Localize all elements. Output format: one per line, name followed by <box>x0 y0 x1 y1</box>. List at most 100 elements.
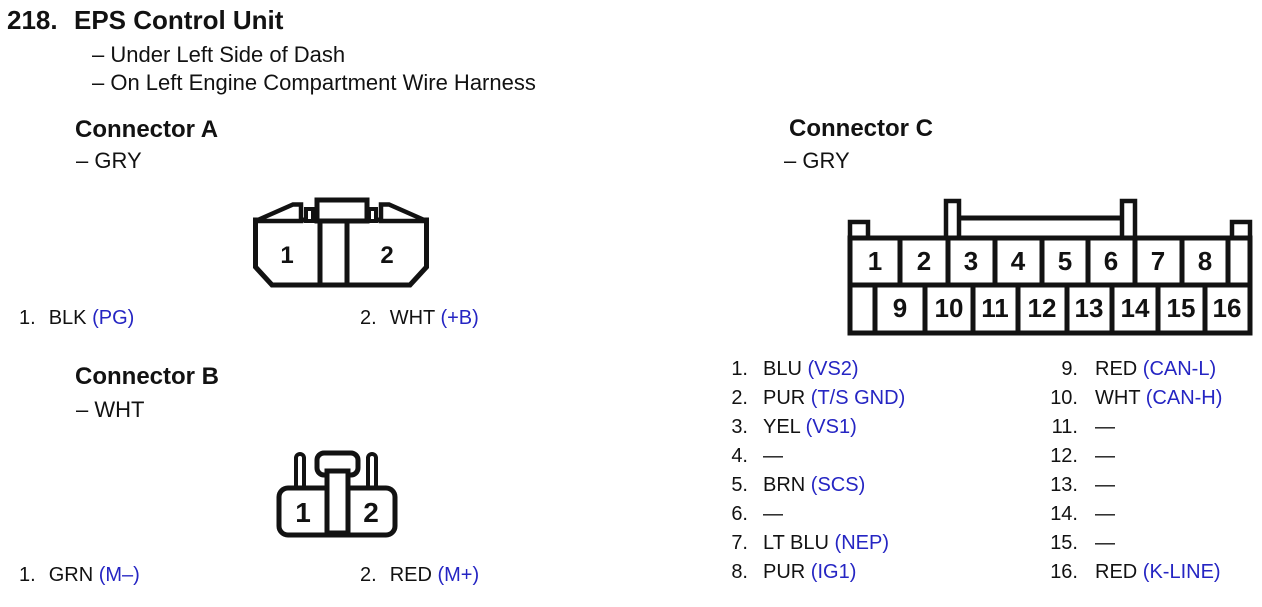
cavity-number: 12 <box>1028 293 1057 323</box>
pin-row: 11. — <box>1028 413 1222 442</box>
pin-row: 16.RED (K-LINE) <box>1028 558 1222 587</box>
cavity-number: 10 <box>935 293 964 323</box>
location-note: – On Left Engine Compartment Wire Harnes… <box>92 70 536 95</box>
signal-name: (M+) <box>437 564 480 586</box>
cavity-number: 2 <box>363 497 379 528</box>
wire-color: — <box>1095 532 1115 554</box>
connector-b-diagram: 1 2 <box>276 450 398 538</box>
wire-color: PUR <box>763 387 806 409</box>
wire-color: BLK <box>48 307 87 329</box>
location-note: – Under Left Side of Dash <box>92 42 346 67</box>
pin-row: 2.RED (M+) <box>360 565 479 585</box>
cavity-number: 5 <box>1058 246 1072 276</box>
pin-row: 8.PUR (IG1) <box>712 558 905 587</box>
signal-name: (VS1) <box>805 416 857 438</box>
wire-color: — <box>1095 503 1115 525</box>
pin-number: 10. <box>1050 387 1078 409</box>
pin-row: 14. — <box>1028 500 1222 529</box>
connector-b-housing-color: – WHT <box>76 397 145 422</box>
cavity-number: 1 <box>868 246 882 276</box>
pin-row: 4. — <box>712 442 905 471</box>
connector-c-left-post <box>943 198 962 244</box>
page-title-line: 218.EPS Control Unit <box>7 7 283 33</box>
pin-number: 1. <box>19 307 36 329</box>
signal-name: (CAN-H) <box>1145 387 1223 409</box>
location-notes: – Under Left Side of Dash – On Left Engi… <box>92 41 536 97</box>
connector-a-latch <box>314 197 370 224</box>
pin-row: 15. — <box>1028 529 1222 558</box>
signal-name: (VS2) <box>807 358 859 380</box>
pin-number: 13. <box>1050 474 1078 496</box>
cavity-number: 16 <box>1213 293 1242 323</box>
signal-name: (PG) <box>92 307 135 329</box>
pin-number: 3. <box>731 416 748 438</box>
pin-number: 4. <box>731 445 748 467</box>
connector-c-diagram: 1 2 3 4 5 6 7 8 9 10 11 12 13 14 15 16 <box>847 198 1253 336</box>
pin-row: 2. PUR (T/S GND) <box>712 384 905 413</box>
cavity-number: 3 <box>964 246 978 276</box>
pin-row: 1. BLU (VS2) <box>712 355 905 384</box>
pin-row: 2.WHT (+B) <box>360 308 479 328</box>
signal-name: (SCS) <box>810 474 866 496</box>
pin-row: 10. WHT (CAN-H) <box>1028 384 1222 413</box>
connector-b-right-prong <box>366 452 378 492</box>
connector-a-housing-color: – GRY <box>76 148 142 173</box>
pin-number: 9. <box>1061 358 1078 380</box>
wire-color: LT BLU <box>763 532 829 554</box>
pin-number: 2. <box>360 564 377 586</box>
connector-c-pin-list-right: 9. RED (CAN-L) 10. WHT (CAN-H) 11. — 12.— 1… <box>1028 355 1222 587</box>
cavity-number: 6 <box>1104 246 1118 276</box>
connector-a-left-wing <box>254 202 304 224</box>
connector-b-left-prong <box>294 452 306 492</box>
connector-c-housing-color: – GRY <box>784 148 850 173</box>
item-number: 218. <box>7 5 58 35</box>
wire-color: — <box>1095 445 1115 467</box>
connector-c-pin-list-left: 1.BLU (VS2) 2.PUR (T/S GND) 3.YEL (VS1) … <box>712 355 905 587</box>
pin-row: 9. RED (CAN-L) <box>1028 355 1222 384</box>
pin-row: 7.LT BLU (NEP) <box>712 529 905 558</box>
pin-number: 2. <box>731 387 748 409</box>
wire-color: RED <box>1095 358 1138 380</box>
cavity-number: 7 <box>1151 246 1165 276</box>
pin-number: 8. <box>731 561 748 583</box>
connector-b-heading: Connector B <box>75 363 219 390</box>
wire-color: WHT <box>1095 387 1141 409</box>
cavity-number: 14 <box>1121 293 1150 323</box>
signal-name: (CAN-L) <box>1142 358 1217 380</box>
connector-a-right-slot <box>367 207 378 223</box>
cavity-number: 2 <box>917 246 931 276</box>
pin-number: 16. <box>1050 561 1078 583</box>
pin-row: 5.BRN (SCS) <box>712 471 905 500</box>
pin-number: 15. <box>1050 532 1078 554</box>
wire-color: BRN <box>763 474 806 496</box>
wire-color: GRN <box>48 564 94 586</box>
cavity-number: 2 <box>380 242 393 269</box>
connector-a-right-wing <box>378 202 428 224</box>
connector-a-heading: Connector A <box>75 116 219 143</box>
cavity-number: 1 <box>295 497 311 528</box>
pin-number: 2. <box>360 307 377 329</box>
signal-name: (+B) <box>440 307 479 329</box>
pin-row: 6.— <box>712 500 905 529</box>
pin-number: 6. <box>731 503 748 525</box>
connector-c-heading: Connector C <box>789 115 933 142</box>
pin-number: 1. <box>19 564 36 586</box>
cavity-number: 11 <box>981 293 1009 323</box>
wire-color: YEL <box>763 416 801 438</box>
cavity-number: 4 <box>1011 246 1026 276</box>
connector-c-right-post <box>1119 198 1138 244</box>
signal-name: (T/S GND) <box>810 387 906 409</box>
wire-color: — <box>763 445 783 467</box>
pin-row: 3. YEL (VS1) <box>712 413 905 442</box>
cavity-number: 15 <box>1167 293 1196 323</box>
pin-row: 12.— <box>1028 442 1222 471</box>
connector-a-left-slot <box>304 207 315 223</box>
wire-color: BLU <box>763 358 802 380</box>
pin-number: 1. <box>731 358 748 380</box>
pin-number: 14. <box>1050 503 1078 525</box>
pin-number: 11. <box>1051 416 1078 438</box>
cavity-number: 13 <box>1075 293 1104 323</box>
cavity-number: 8 <box>1198 246 1212 276</box>
wire-color: — <box>1095 416 1115 438</box>
